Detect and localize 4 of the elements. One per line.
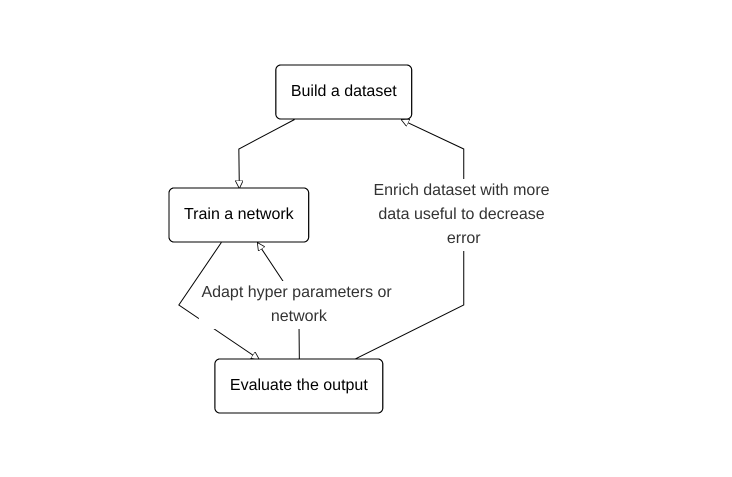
edge-label: Adapt hyper parameters or network — [201, 283, 392, 324]
arrow — [178, 242, 260, 360]
arrow — [234, 118, 295, 188]
edge-label: Enrich dataset with more data useful to decrease error — [373, 181, 550, 246]
